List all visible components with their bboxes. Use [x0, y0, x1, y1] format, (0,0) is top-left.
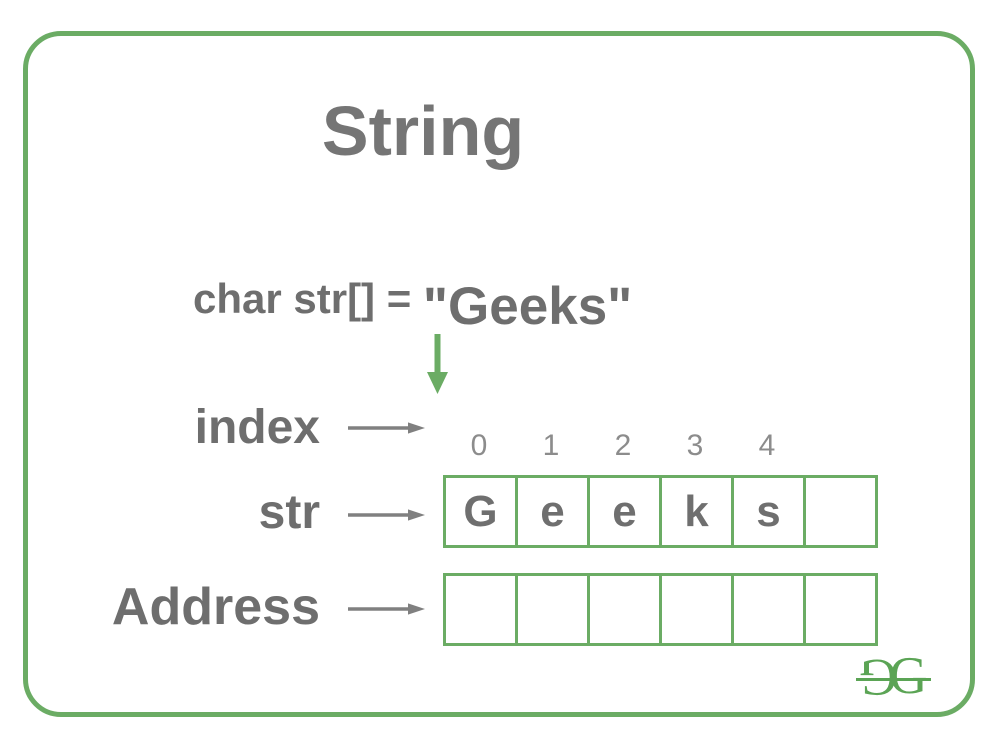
right-arrow-icon [348, 603, 425, 615]
down-arrow-icon [427, 334, 448, 394]
diagram-border-frame [23, 31, 975, 717]
logo-strike-bar [856, 678, 931, 681]
code-declaration: char str[] = "Geeks" [193, 275, 633, 336]
str-cell: e [515, 475, 590, 548]
str-cell [803, 475, 878, 548]
index-number: 0 [470, 429, 488, 462]
address-row-label: Address [111, 578, 320, 636]
declaration-prefix: char str[] = [193, 275, 423, 322]
index-number: 1 [542, 429, 560, 462]
str-cell: G [443, 475, 518, 548]
str-cell: e [587, 475, 662, 548]
str-cell-row: G e e k s [443, 475, 878, 548]
logo-turned-g-glyph: G [859, 648, 898, 706]
address-cell [515, 573, 590, 646]
address-cell [731, 573, 806, 646]
str-cell: k [659, 475, 734, 548]
declaration-string-literal: "Geeks" [422, 277, 633, 336]
right-arrow-icon [348, 422, 425, 434]
index-number: 2 [614, 429, 632, 462]
index-number [803, 430, 875, 462]
address-cell-row [443, 573, 878, 646]
index-number: 3 [686, 429, 704, 462]
logo-g-glyph: G [889, 647, 928, 705]
geeksforgeeks-logo-icon: G G [856, 647, 931, 706]
address-cell [587, 573, 662, 646]
address-cell [443, 573, 518, 646]
index-number: 4 [758, 429, 776, 462]
index-number-row: 0 1 2 3 4 [443, 430, 875, 462]
address-cell [659, 573, 734, 646]
str-cell: s [731, 475, 806, 548]
right-arrow-icon [348, 509, 425, 521]
diagram-title: String [321, 92, 525, 170]
str-row-label: str [258, 486, 320, 539]
address-cell [803, 573, 878, 646]
index-row-label: index [194, 401, 320, 454]
